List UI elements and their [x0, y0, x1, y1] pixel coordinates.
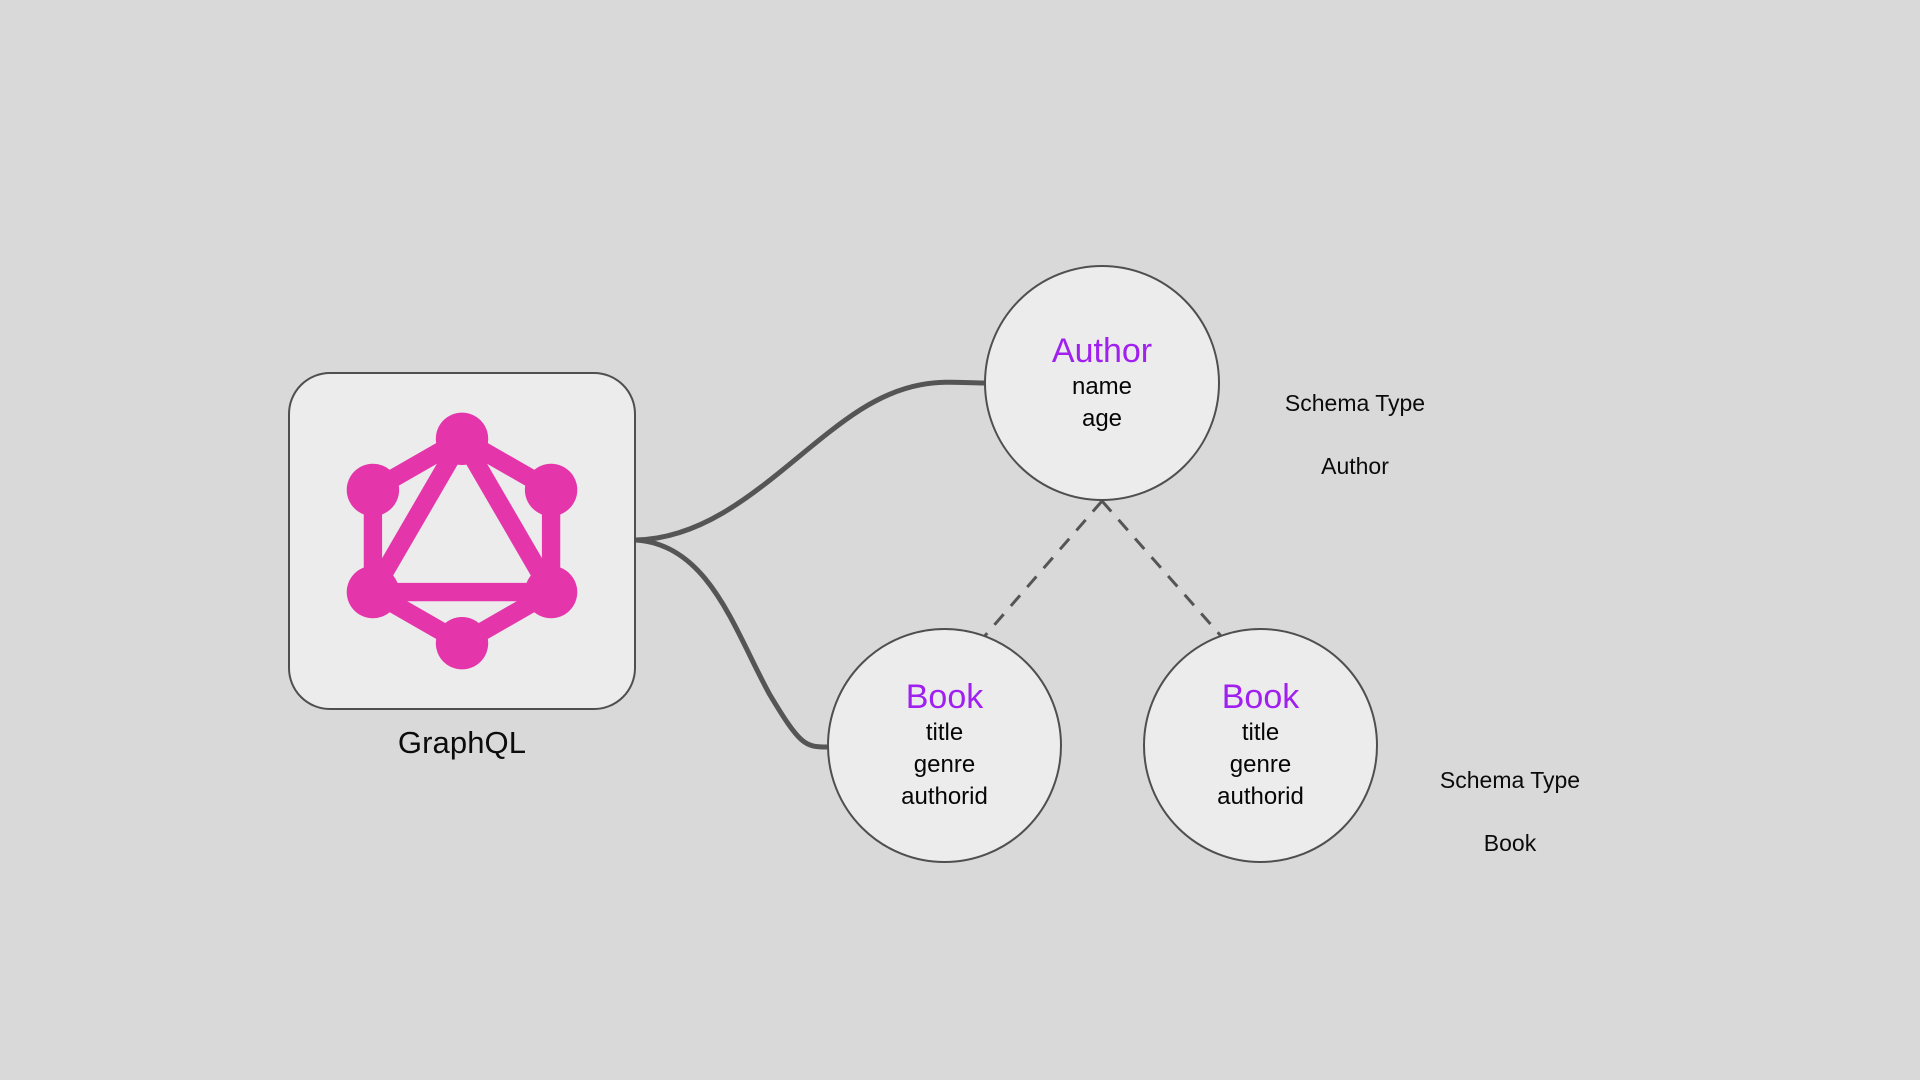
graphql-logo-icon: [346, 412, 578, 670]
annotation-schema-type-author: Schema Type Author: [1145, 356, 1565, 515]
annotation-book-line2: Book: [1483, 830, 1537, 857]
schema-node-book-1[interactable]: Book title genre authorid: [827, 628, 1062, 863]
schema-node-author-fields: name age: [1072, 371, 1132, 435]
graphql-logo-caption: GraphQL: [397, 725, 527, 760]
schema-node-book-2-title: Book: [1221, 678, 1300, 717]
schema-field-authorid: authorid: [1217, 782, 1304, 810]
schema-field-title: title: [1241, 719, 1280, 747]
schema-field-name: name: [1071, 372, 1133, 400]
connector-graphql-to-author: [633, 379, 987, 543]
schema-field-authorid: authorid: [901, 782, 988, 810]
schema-field-title: title: [925, 719, 964, 747]
connector-graphql-to-book-1: [633, 537, 830, 750]
schema-node-book-1-title: Book: [905, 678, 984, 717]
schema-field-age: age: [1081, 404, 1123, 432]
annotation-author-line2: Author: [1321, 453, 1389, 480]
schema-node-book-2-fields: title genre authorid: [1217, 717, 1304, 813]
graphql-logo-card[interactable]: [288, 372, 636, 710]
schema-node-book-1-fields: title genre authorid: [901, 717, 988, 813]
schema-field-genre: genre: [913, 751, 976, 779]
schema-node-author[interactable]: Author name age: [984, 265, 1220, 501]
schema-node-author-title: Author: [1051, 331, 1153, 370]
annotation-schema-type-book: Schema Type Book: [1300, 733, 1720, 892]
annotation-author-line1: Schema Type: [1284, 389, 1426, 416]
schema-node-book-2[interactable]: Book title genre authorid: [1143, 628, 1378, 863]
schema-field-genre: genre: [1229, 751, 1292, 779]
annotation-book-line1: Schema Type: [1439, 766, 1581, 793]
